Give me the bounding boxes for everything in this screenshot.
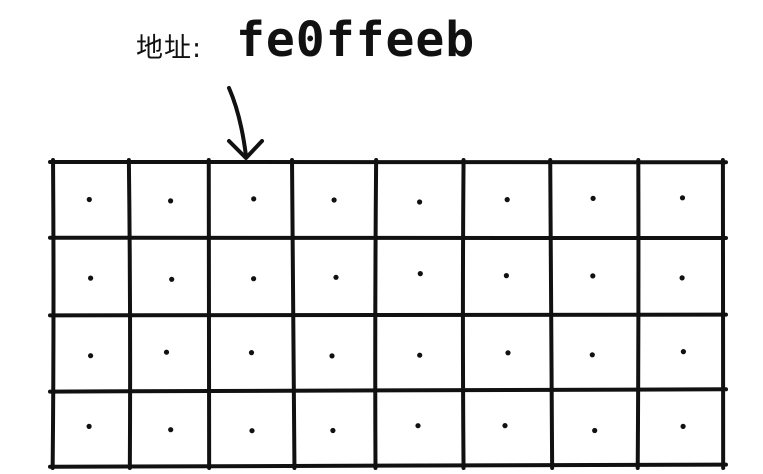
memory-cell-dot [168, 427, 174, 433]
memory-cell-dot [251, 276, 257, 282]
memory-cell [329, 353, 335, 359]
memory-cell-dot [590, 195, 596, 201]
memory-cell [590, 273, 596, 279]
memory-cell-dot [589, 352, 595, 358]
memory-cell [88, 275, 94, 281]
memory-cell [503, 273, 509, 279]
memory-cell-dot [592, 427, 598, 434]
memory-cell [88, 353, 94, 359]
memory-cell [504, 197, 510, 203]
memory-cell [248, 350, 255, 356]
memory-cell [680, 349, 687, 355]
memory-cell-dot [169, 276, 175, 282]
memory-cell-dot [248, 350, 255, 356]
memory-cell [679, 195, 686, 201]
memory-cell-dot [590, 273, 596, 279]
memory-cell [415, 423, 421, 429]
memory-cell-dot [88, 353, 94, 359]
pointer-arrow [227, 86, 264, 160]
memory-cell-dot [331, 197, 337, 203]
memory-cell [680, 423, 686, 429]
memory-cell-dot [505, 350, 511, 356]
grid-vertical-line [373, 158, 379, 470]
memory-cell-dot [86, 196, 92, 203]
grid-vertical-line [126, 158, 133, 470]
memory-cell-dot [168, 198, 174, 204]
grid-vertical-line [635, 158, 641, 470]
memory-cell-dot [502, 423, 508, 429]
memory-cell [168, 427, 174, 433]
memory-cell-dot [86, 423, 92, 429]
memory-cell-dot [417, 199, 423, 205]
memory-cell [86, 196, 92, 203]
pointer-arrow-shaft [227, 86, 248, 158]
memory-cell [251, 276, 257, 282]
memory-cell-dot [249, 428, 255, 434]
memory-cell [251, 196, 257, 202]
memory-cell [333, 274, 339, 280]
memory-cell [502, 423, 508, 429]
memory-cell-dot [88, 275, 94, 281]
memory-cell [679, 275, 685, 281]
memory-cell-dot [333, 274, 339, 280]
grid-vertical-line [290, 158, 297, 470]
memory-cell-dot [504, 197, 510, 203]
grid-vertical-line [50, 158, 56, 470]
memory-cell [168, 198, 174, 204]
memory-cell-dot [679, 275, 685, 281]
memory-cell-dot [415, 423, 421, 429]
address-value: fe0ffeeb [236, 12, 476, 68]
memory-cell-dot [503, 273, 509, 279]
memory-cell-dot [417, 352, 423, 358]
memory-cell [169, 276, 175, 282]
memory-cell-dot [329, 353, 335, 359]
memory-cell [592, 427, 598, 434]
grid-horizontal-line [48, 159, 728, 165]
memory-cell-dot [417, 271, 423, 277]
memory-cell [590, 195, 596, 201]
address-label: 地址: [136, 33, 203, 64]
grid-horizontal-line [48, 312, 728, 318]
memory-cell [417, 271, 423, 277]
grid-vertical-line [548, 158, 555, 470]
memory-cell-dot [680, 349, 687, 355]
memory-cell [249, 428, 255, 434]
memory-cell [330, 427, 336, 434]
memory-cell-dot [680, 423, 686, 429]
pointer-arrow-head [227, 139, 264, 160]
memory-cell-dot [251, 196, 257, 202]
memory-grid [48, 158, 728, 470]
memory-cell [417, 199, 423, 205]
grid-vertical-line [460, 158, 466, 470]
memory-cell-dot [330, 427, 336, 434]
memory-cell [331, 197, 337, 203]
grid-horizontal-line [48, 462, 728, 469]
memory-cell-dot [679, 195, 686, 201]
grid-horizontal-line [48, 235, 728, 241]
memory-cell [86, 423, 92, 429]
memory-cell-dot [163, 349, 170, 355]
memory-cell [589, 352, 595, 358]
memory-cell [163, 349, 170, 355]
memory-cell [505, 350, 511, 356]
grid-horizontal-line [48, 387, 728, 394]
memory-cell [417, 352, 423, 358]
